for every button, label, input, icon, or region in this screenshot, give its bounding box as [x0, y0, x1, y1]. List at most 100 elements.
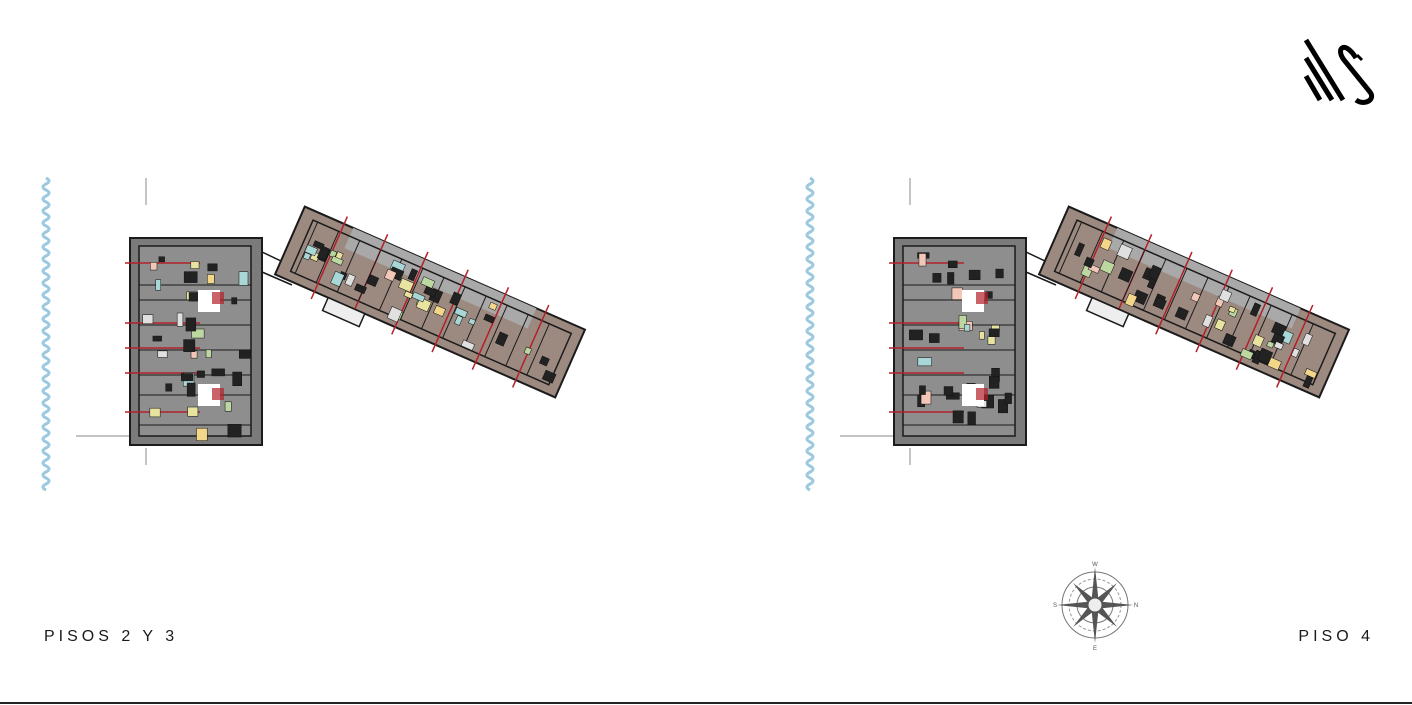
section-line: [310, 216, 349, 300]
furniture: [917, 357, 932, 367]
furniture: [952, 410, 964, 424]
furniture: [947, 272, 955, 285]
furniture: [488, 301, 498, 311]
furniture: [909, 329, 923, 341]
furniture: [312, 240, 325, 250]
furniture: [224, 401, 232, 412]
wall: [1121, 249, 1146, 302]
furniture: [155, 279, 161, 291]
furniture: [330, 255, 344, 266]
stair: [976, 292, 988, 304]
furniture: [149, 407, 161, 418]
section-line: [471, 287, 510, 371]
floor-plan-piso-4: [805, 176, 1351, 492]
furniture: [1266, 340, 1275, 349]
furniture: [1152, 296, 1167, 310]
furniture: [316, 245, 330, 262]
furniture: [420, 276, 436, 289]
furniture: [386, 306, 403, 323]
furniture: [1147, 264, 1162, 281]
furniture: [183, 271, 198, 283]
furniture: [158, 256, 165, 263]
furniture: [929, 333, 940, 343]
furniture: [185, 317, 197, 332]
furniture: [239, 349, 251, 359]
wall: [1290, 323, 1314, 376]
furniture: [1222, 332, 1237, 348]
furniture: [1304, 368, 1318, 379]
section-line: [1275, 304, 1314, 388]
furniture: [1174, 306, 1189, 321]
furniture: [989, 376, 1000, 389]
wave-decoration: [805, 176, 815, 492]
connector: [261, 271, 293, 286]
furniture: [152, 335, 162, 342]
furniture: [186, 382, 196, 397]
wall: [1185, 277, 1209, 330]
furniture: [366, 274, 380, 288]
stair-core: [1085, 296, 1130, 328]
wing-terrace: [1108, 227, 1301, 329]
furniture: [190, 261, 200, 269]
wall: [1142, 258, 1167, 311]
furniture: [330, 270, 345, 288]
section-line: [1155, 251, 1193, 335]
section-line: [1074, 216, 1113, 300]
wall: [484, 305, 508, 357]
furniture: [1083, 256, 1095, 269]
furniture: [1251, 334, 1265, 348]
furniture: [1290, 347, 1300, 358]
furniture: [1301, 332, 1313, 347]
wing-block: [1037, 205, 1351, 399]
furniture: [207, 263, 218, 272]
furniture: [1227, 305, 1237, 314]
furniture: [188, 292, 200, 302]
furniture: [191, 328, 205, 339]
furniture: [454, 314, 464, 326]
furniture: [1004, 392, 1012, 404]
furniture: [964, 324, 971, 332]
furniture: [541, 369, 557, 384]
furniture: [231, 297, 238, 305]
furniture: [1124, 292, 1138, 308]
furniture: [403, 290, 414, 300]
furniture: [190, 350, 198, 359]
furniture: [302, 252, 312, 261]
section-line: [1195, 269, 1233, 353]
furniture: [1256, 347, 1274, 365]
furniture: [165, 383, 173, 392]
furniture: [304, 244, 318, 257]
stair: [212, 292, 224, 304]
furniture: [988, 328, 1000, 337]
furniture: [987, 335, 996, 345]
furniture: [1190, 291, 1201, 303]
compass-s: S: [1053, 603, 1057, 609]
furniture: [449, 291, 463, 307]
furniture: [968, 269, 981, 280]
furniture: [1218, 288, 1233, 303]
wall: [1058, 221, 1083, 274]
furniture: [207, 274, 215, 284]
furniture: [1132, 289, 1149, 306]
furniture: [238, 271, 249, 286]
furniture: [157, 350, 168, 358]
furniture: [196, 370, 205, 378]
furniture: [995, 268, 1004, 279]
wall: [505, 314, 529, 367]
furniture: [1249, 302, 1262, 317]
stair-core: [321, 296, 366, 328]
furniture: [1073, 242, 1085, 258]
furniture: [411, 291, 426, 303]
floor-plan-pisos-2-3: [41, 176, 587, 492]
furniture: [398, 277, 415, 293]
furniture: [211, 368, 225, 377]
furniture: [205, 349, 212, 358]
furniture: [460, 339, 475, 351]
furniture: [353, 283, 367, 295]
furniture: [951, 287, 963, 300]
furniture: [142, 314, 154, 324]
furniture: [523, 346, 533, 356]
swan-logo-icon: [1303, 38, 1374, 105]
furniture: [187, 406, 199, 417]
